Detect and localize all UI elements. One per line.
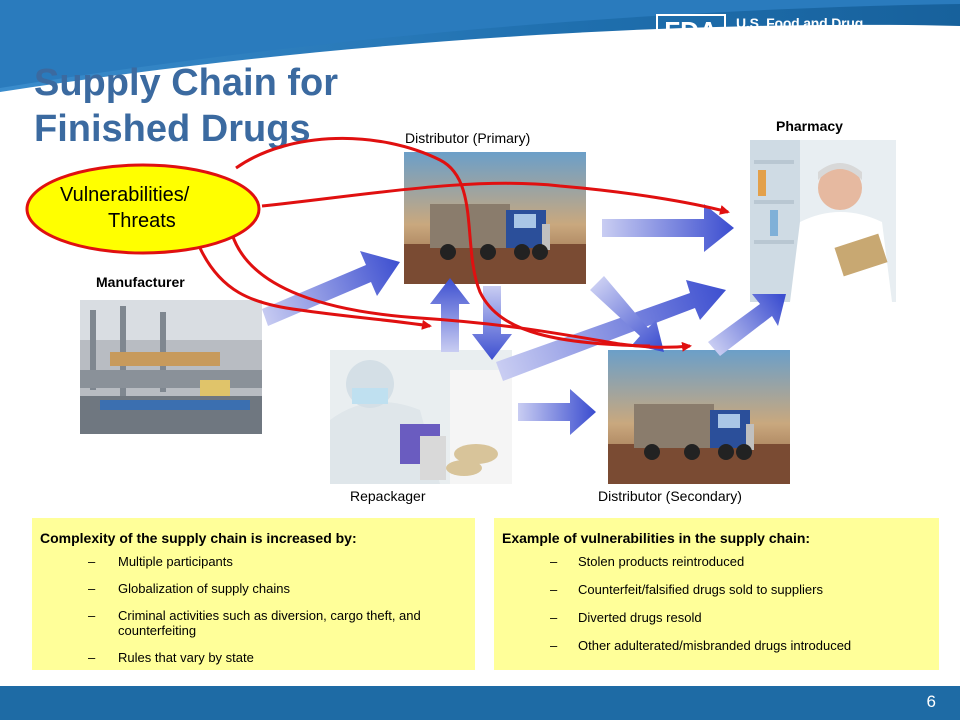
agency-name: U.S. Food and Drug Administration (736, 15, 864, 47)
distributor-primary-truck-image (404, 152, 586, 284)
vulnerabilities-callout-label: Vulnerabilities/ Threats (60, 182, 230, 234)
title-line-1: Supply Chain for (34, 62, 338, 104)
label-distributor-primary: Distributor (Primary) (405, 130, 531, 146)
arrow-primary-to-pharmacy (602, 204, 734, 252)
complexity-list: Multiple participants Globalization of s… (32, 554, 475, 665)
vulnerabilities-callout-line-2: Threats (108, 210, 176, 232)
label-repackager: Repackager (350, 488, 426, 504)
header-bar (0, 0, 960, 100)
vulnerability-item: Stolen products reintroduced (494, 554, 939, 569)
vulnerabilities-examples-box: Example of vulnerabilities in the supply… (494, 518, 939, 670)
label-pharmacy: Pharmacy (776, 118, 843, 134)
complexity-item: Rules that vary by state (32, 650, 475, 665)
complexity-box: Complexity of the supply chain is increa… (32, 518, 475, 670)
footer-bar: 6 (0, 686, 960, 720)
distributor-secondary-truck-image (608, 350, 790, 484)
page-number: 6 (926, 692, 936, 711)
arrow-primary-to-repackager (472, 286, 512, 360)
vulnerabilities-examples-list: Stolen products reintroduced Counterfeit… (494, 554, 939, 653)
repackager-lab-worker-image (330, 350, 512, 484)
complexity-item: Multiple participants (32, 554, 475, 569)
agency-tagline: Protecting and Promoting Public Health (736, 33, 956, 48)
pharmacy-pharmacist-image (750, 140, 896, 302)
arrow-manufacturer-to-primary (262, 251, 400, 326)
arrow-repackager-to-primary (430, 278, 470, 352)
fda-logo: FDA (656, 14, 726, 48)
label-distributor-secondary: Distributor (Secondary) (598, 488, 742, 504)
vulnerability-item: Counterfeit/falsified drugs sold to supp… (494, 582, 939, 597)
vulnerabilities-callout-line-1: Vulnerabilities/ (60, 184, 190, 206)
title-line-2: Finished Drugs (34, 108, 311, 150)
complexity-heading: Complexity of the supply chain is increa… (40, 530, 357, 546)
page-title: Supply Chain for Finished Drugs (34, 60, 394, 152)
agency-url[interactable]: www.fda.gov (866, 64, 940, 78)
arrow-primary-to-secondary (590, 276, 664, 352)
vulnerability-item: Diverted drugs resold (494, 610, 939, 625)
complexity-item: Globalization of supply chains (32, 581, 475, 596)
arrow-secondary-to-pharmacy (708, 294, 786, 356)
fda-logo-text: FDA (664, 16, 718, 46)
vulnerability-item: Other adulterated/misbranded drugs intro… (494, 638, 939, 653)
vulnerabilities-callout-shape (24, 162, 262, 256)
arrow-repackager-to-secondary (518, 389, 596, 435)
manufacturer-factory-image (80, 300, 262, 434)
complexity-item: Criminal activities such as diversion, c… (32, 608, 475, 638)
vulnerabilities-examples-heading: Example of vulnerabilities in the supply… (502, 530, 811, 546)
label-manufacturer: Manufacturer (96, 274, 185, 290)
